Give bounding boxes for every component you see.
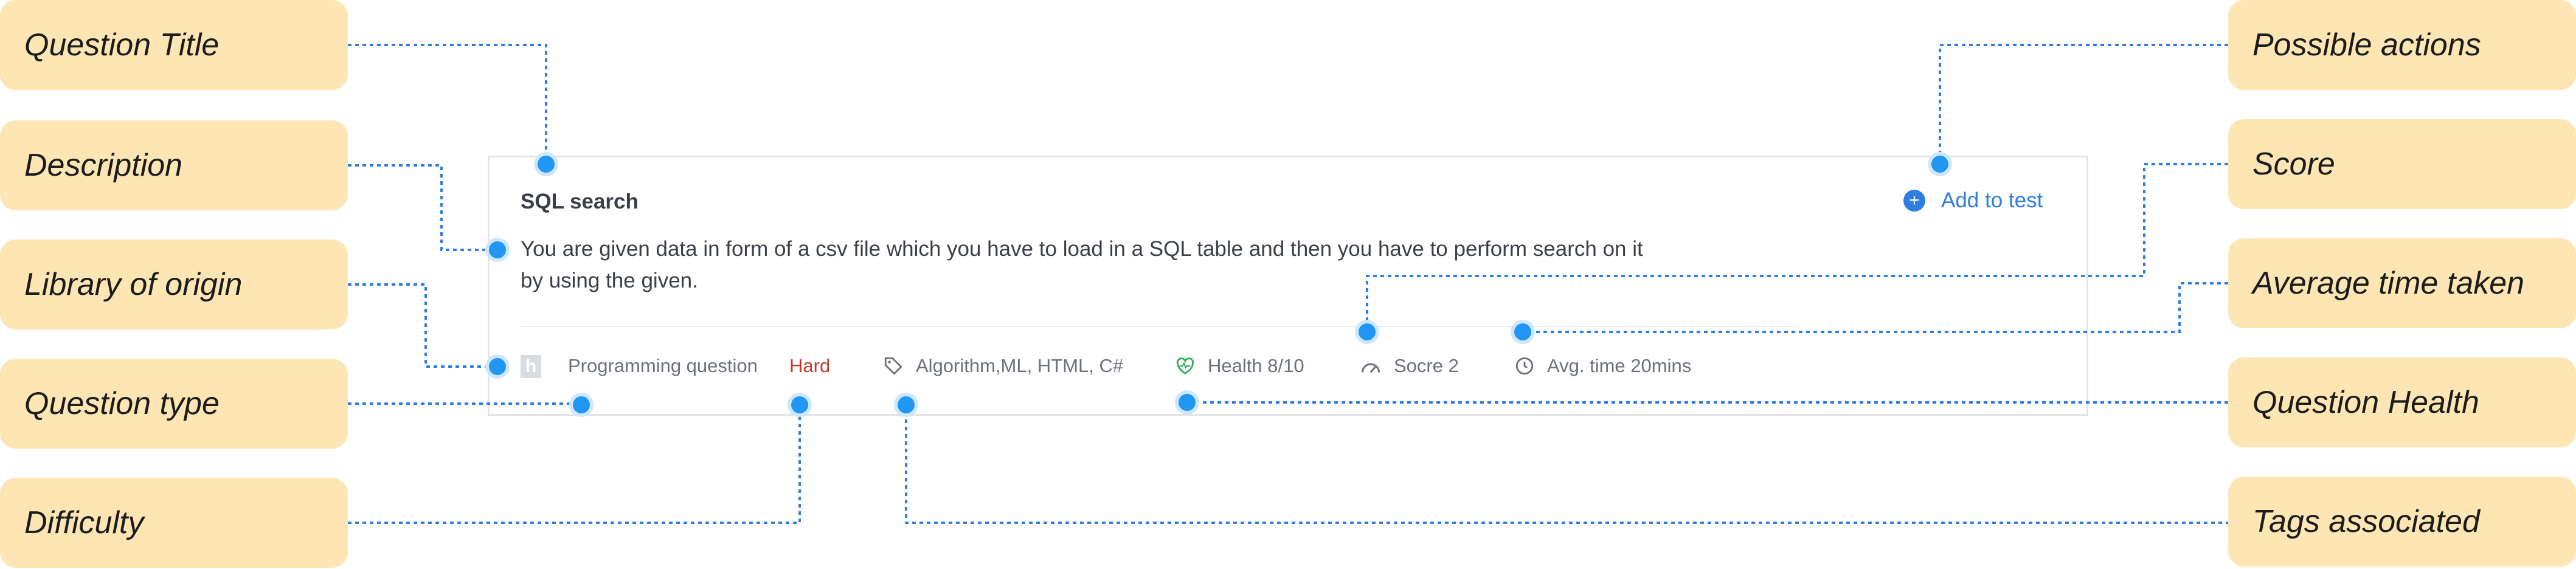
avg-time: Avg. time 20mins: [1514, 355, 1691, 377]
callout-label: Difficulty: [24, 505, 144, 540]
question-card: [488, 156, 2088, 416]
dot-question-type: [569, 393, 594, 417]
dot-question-title: [534, 152, 558, 176]
connector-tags: [905, 405, 2228, 524]
callout-label: Question Title: [24, 27, 220, 63]
plus-circle-icon: +: [1903, 190, 1925, 212]
callout-possible-actions: Possible actions: [2228, 0, 2576, 90]
callout-label: Tags associated: [2252, 504, 2480, 539]
callout-question-type: Question type: [0, 359, 348, 449]
callout-question-health: Question Health: [2228, 357, 2576, 447]
connector-library-of-origin: [348, 283, 497, 368]
dot-question-health: [1175, 390, 1199, 415]
callout-label: Question Health: [2252, 385, 2479, 420]
callout-question-title: Question Title: [0, 0, 348, 90]
dot-possible-actions: [1928, 152, 1952, 176]
callout-score: Score: [2228, 119, 2576, 209]
score: Socre 2: [1360, 355, 1459, 377]
tags: Algorithm,ML, HTML, C#: [883, 355, 1123, 377]
dot-avg-time: [1511, 320, 1535, 344]
gauge-icon: [1362, 363, 1380, 373]
add-to-test-label: Add to test: [1941, 188, 2043, 212]
connector-avg-time: [1523, 282, 2228, 333]
callout-label: Question type: [24, 386, 220, 421]
callout-label: Description: [24, 148, 183, 183]
difficulty-badge: Hard: [789, 355, 830, 377]
dot-library-of-origin: [485, 354, 510, 379]
question-type-label: Programming question: [568, 355, 758, 376]
difficulty-label: Hard: [789, 355, 831, 376]
callout-library-of-origin: Library of origin: [0, 240, 348, 329]
connector-description: [348, 164, 497, 251]
callout-label: Score: [2252, 147, 2335, 182]
dot-score: [1355, 320, 1379, 344]
clock-icon: [1515, 357, 1534, 375]
dot-description: [485, 238, 510, 262]
connector-possible-actions: [1939, 44, 2228, 164]
add-to-test-button[interactable]: + Add to test: [1903, 188, 2043, 213]
callout-label: Average time taken: [2252, 266, 2525, 301]
library-of-origin: h: [521, 355, 541, 378]
question-title: SQL search: [521, 190, 639, 213]
question-type: Programming question: [568, 355, 758, 377]
health-label: Health 8/10: [1208, 355, 1304, 376]
divider: [521, 326, 1798, 327]
callout-label: Possible actions: [2252, 27, 2481, 63]
heart-pulse-icon: [1176, 357, 1194, 374]
library-logo-icon: h: [521, 355, 541, 378]
score-label: Socre 2: [1394, 355, 1459, 376]
callout-average-time-taken: Average time taken: [2228, 238, 2576, 328]
health: Health 8/10: [1175, 355, 1304, 377]
tag-icon: [884, 357, 902, 375]
connector-question-title: [348, 44, 547, 164]
callout-description: Description: [0, 120, 348, 210]
connector-score: [1366, 163, 2228, 332]
callout-tags-associated: Tags associated: [2228, 477, 2576, 567]
callout-label: Library of origin: [24, 267, 243, 302]
connector-difficulty: [348, 405, 801, 524]
dot-difficulty: [788, 393, 812, 417]
dot-tags: [894, 393, 918, 417]
question-description: You are given data in form of a csv file…: [521, 237, 1643, 292]
tags-label: Algorithm,ML, HTML, C#: [916, 355, 1124, 376]
avg-time-label: Avg. time 20mins: [1547, 355, 1692, 376]
callout-difficulty: Difficulty: [0, 478, 348, 568]
